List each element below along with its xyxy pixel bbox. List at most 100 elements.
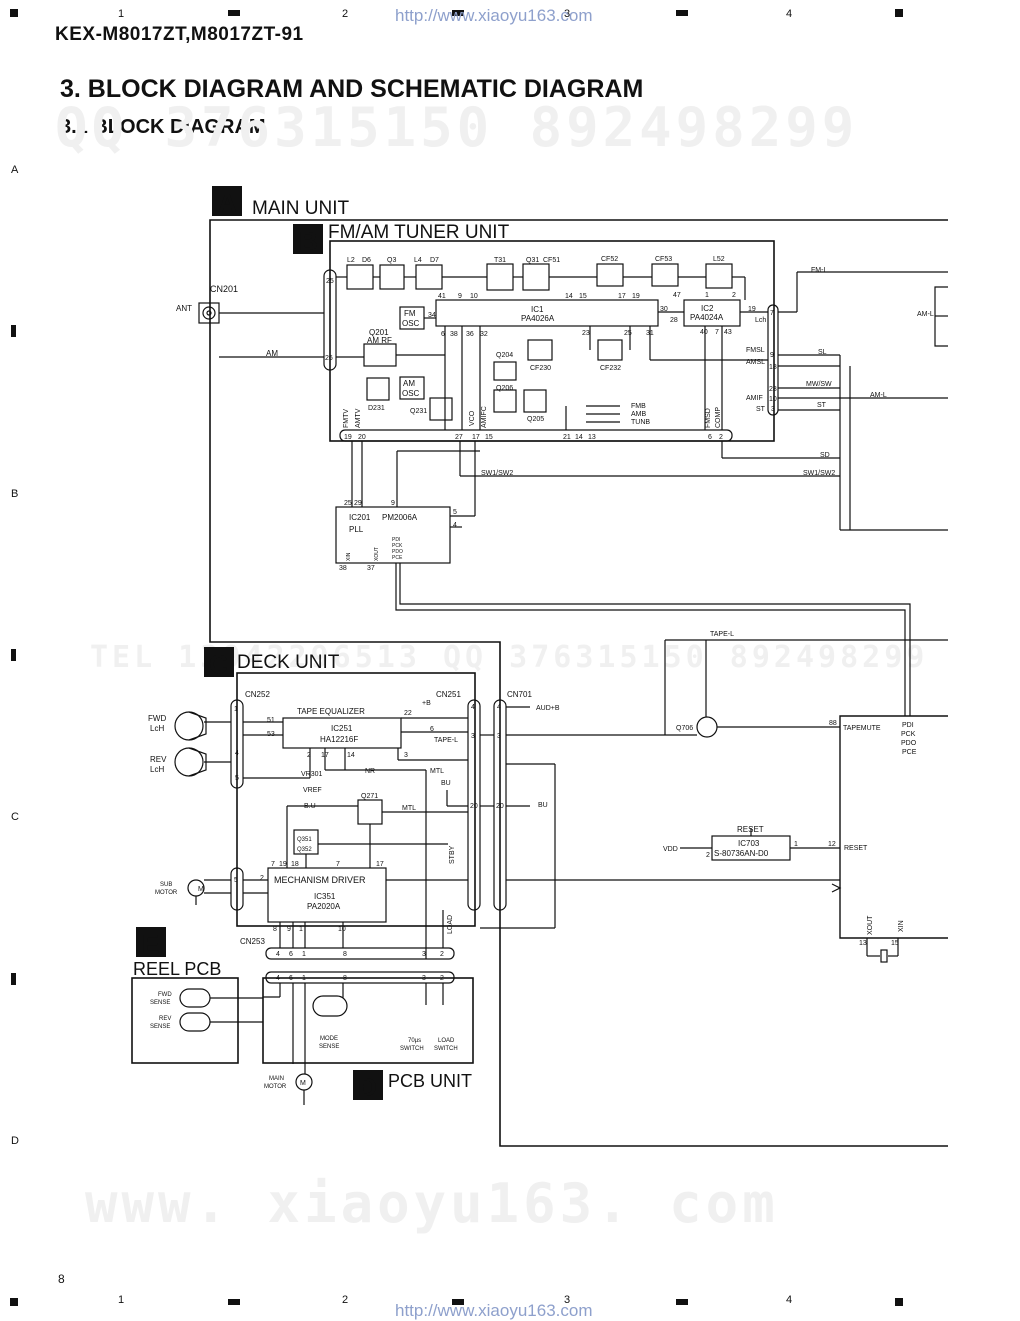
component-label: CF51 <box>543 257 560 264</box>
row-letter: A <box>11 164 19 176</box>
q706-label: Q706 <box>676 725 693 732</box>
pin-number: 19 <box>748 306 756 313</box>
pin-number: 2 <box>719 434 723 441</box>
pin-number: 38 <box>339 565 347 572</box>
pin-number: 2 <box>440 975 444 982</box>
pin-number: 2 <box>706 852 710 859</box>
motor-icon: M <box>300 1080 306 1087</box>
pin-number: 15 <box>891 940 899 947</box>
ic703-part: S-80736AN-D0 <box>714 849 769 858</box>
signal-label: FMSL <box>746 347 765 354</box>
registration-mark <box>228 1299 240 1305</box>
q351-label: Q351 <box>297 837 312 843</box>
pin-number: 4 <box>276 951 280 958</box>
signal-label: VDD <box>663 846 678 853</box>
component-label: T31 <box>494 257 506 264</box>
pin-number: 41 <box>438 293 446 300</box>
signal-label: STBY <box>449 845 456 864</box>
am-l-signal: AM-L <box>870 392 887 399</box>
pin-number: 10 <box>470 293 478 300</box>
pll-ic-part: PM2006A <box>382 513 418 522</box>
signal-label: TAPE-L <box>710 631 734 638</box>
pin-number: 6 <box>430 726 434 733</box>
top-url[interactable]: http://www.xiaoyu163.com <box>395 6 593 25</box>
sub-motor-label: SUB <box>160 882 172 888</box>
signal-label: MW/SW <box>806 381 832 388</box>
signal-label: B.U <box>304 803 316 810</box>
ic351-box <box>267 867 387 923</box>
registration-mark <box>10 9 18 17</box>
signal-label: FMSD <box>705 408 712 428</box>
ic1-box <box>435 299 659 327</box>
column-number: 2 <box>342 1294 349 1306</box>
pin-number: 9 <box>458 293 462 300</box>
signal-label: BU <box>441 780 451 787</box>
signal-label: NR <box>365 768 375 775</box>
column-number: 4 <box>786 8 793 20</box>
registration-mark <box>676 10 688 16</box>
cn701-label: CN701 <box>507 690 532 699</box>
pin-number: 17 <box>472 434 480 441</box>
component-label: D6 <box>362 257 371 264</box>
ic251-box <box>282 717 402 749</box>
tape-equalizer-label: TAPE EQUALIZER <box>297 707 365 716</box>
main-unit-label: MAIN UNIT <box>252 198 350 219</box>
column-number: 3 <box>564 8 571 20</box>
pin-number: 1 <box>234 706 238 713</box>
pin-number: 14 <box>347 752 355 759</box>
pin-number: 1 <box>794 841 798 848</box>
signal-label: ST <box>817 402 827 409</box>
mcu-outline <box>839 715 948 939</box>
pin-number: 6 <box>289 975 293 982</box>
pin-number: 10 <box>769 396 777 403</box>
pin-number: 7 <box>336 861 340 868</box>
component-label: Q206 <box>496 385 513 392</box>
registration-mark <box>895 1298 903 1306</box>
pin-number: 27 <box>455 434 463 441</box>
tuner-bottom-connector <box>339 429 733 442</box>
pin-number: 25 <box>344 500 352 507</box>
signal-label: XOUT <box>374 547 380 561</box>
pin-number: 8 <box>343 975 347 982</box>
pin-number: 17 <box>618 293 626 300</box>
pin-number: 13 <box>588 434 596 441</box>
signal-label: AMIF <box>746 395 763 402</box>
component-label: L52 <box>713 256 725 263</box>
signal-label: AMIFC <box>481 406 488 428</box>
pin-number: 6 <box>289 951 293 958</box>
page-number: 8 <box>58 1272 65 1286</box>
signal-label: VCO <box>469 410 476 426</box>
pin-number: 43 <box>724 329 732 336</box>
reel-pcb-outline <box>131 977 239 1064</box>
registration-mark <box>452 1299 464 1305</box>
pin-number: 19 <box>279 861 287 868</box>
unit-e-badge <box>136 927 166 957</box>
component-label: Q231 <box>410 408 427 415</box>
pin-number: 3 <box>422 975 426 982</box>
pin-number: 3 <box>771 406 775 413</box>
signal-label: ST <box>756 406 766 413</box>
load-switch-label: SWITCH <box>434 1046 458 1052</box>
pin-number: 4 <box>471 704 475 711</box>
pin-number: 2 <box>307 752 311 759</box>
column-number: 2 <box>342 8 349 20</box>
cn201-label: CN201 <box>210 284 238 294</box>
signal-label: Lch <box>755 317 766 324</box>
bottom-url[interactable]: http://www.xiaoyu163.com <box>395 1301 593 1320</box>
rev-head-label: LcH <box>150 765 164 774</box>
column-number: 4 <box>786 1294 793 1306</box>
ic251-part: HA12216F <box>320 735 358 744</box>
main-motor-label: MOTOR <box>264 1084 287 1090</box>
signal-label: SW1/SW2 <box>481 470 513 477</box>
signal-label: MTL <box>430 768 444 775</box>
pin-number: 9 <box>391 500 395 507</box>
pin-number: 4 <box>276 975 280 982</box>
row-letter: D <box>11 1135 19 1147</box>
pin-number: 2 <box>732 292 736 299</box>
signal-label: PCE <box>902 749 917 756</box>
signal-label: XOUT <box>867 915 874 935</box>
ic1-part: PA4026A <box>521 314 555 323</box>
cn251-label: CN251 <box>436 690 461 699</box>
pin-number: 17 <box>321 752 329 759</box>
am-label: AM <box>266 349 278 358</box>
